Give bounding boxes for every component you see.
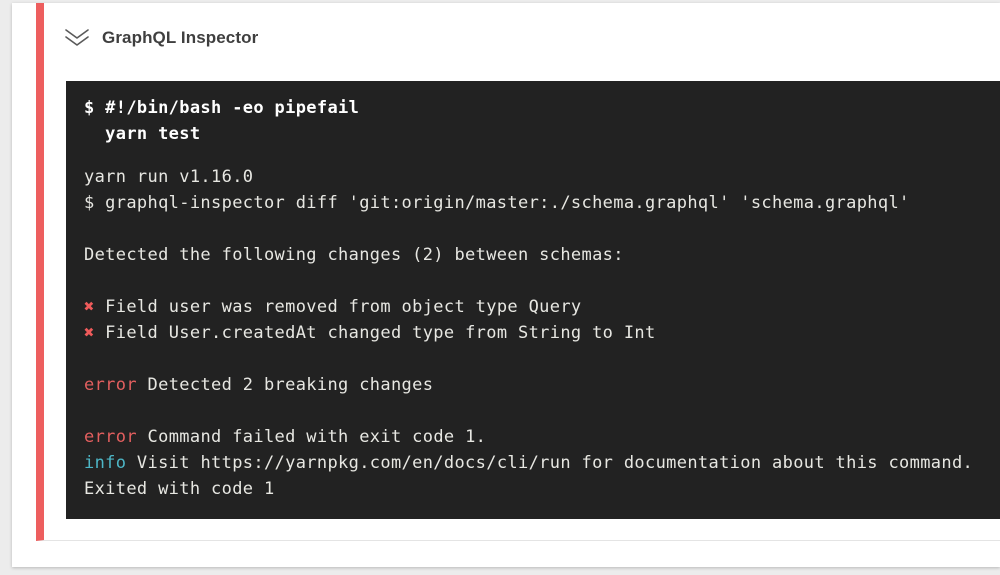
terminal-line: ✖ Field User.createdAt changed type from… [84, 323, 656, 343]
terminal-line: error Detected 2 breaking changes [84, 375, 434, 395]
terminal-line: info Visit https://yarnpkg.com/en/docs/c… [84, 453, 974, 473]
terminal-command: $ #!/bin/bash -eo pipefail yarn test [84, 98, 360, 144]
terminal-line: ✖ Field user was removed from object typ… [84, 297, 582, 317]
terminal-output: $ #!/bin/bash -eo pipefail yarn test yar… [66, 81, 1000, 519]
terminal-line [84, 398, 982, 424]
terminal-line: error Command failed with exit code 1. [84, 427, 487, 447]
build-step-card: GraphQL Inspector $ #!/bin/bash -eo pipe… [12, 3, 1000, 567]
terminal-line [84, 268, 982, 294]
step-header[interactable]: GraphQL Inspector [44, 3, 1000, 73]
terminal-line: yarn run v1.16.0 [84, 167, 254, 187]
terminal-line: Detected the following changes (2) betwe… [84, 245, 624, 265]
terminal-log: yarn run v1.16.0 $ graphql-inspector diff… [84, 164, 982, 502]
failed-step-section: GraphQL Inspector $ #!/bin/bash -eo pipe… [36, 3, 1000, 541]
terminal-line [84, 346, 982, 372]
terminal-line: Exited with code 1 [84, 479, 275, 499]
terminal-line [84, 216, 982, 242]
next-step-row [36, 541, 1000, 567]
step-title: GraphQL Inspector [102, 28, 259, 47]
chevron-double-down-icon[interactable] [64, 27, 90, 49]
terminal-line: $ graphql-inspector diff 'git:origin/mas… [84, 193, 910, 213]
